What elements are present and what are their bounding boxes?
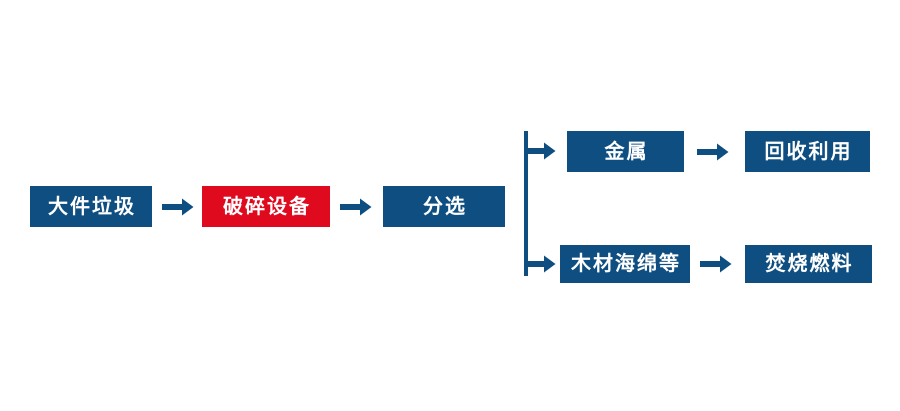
node-waste[interactable]: 大件垃圾 — [30, 186, 152, 227]
arrow-right-icon-crusher-to-sorting — [340, 196, 372, 218]
node-fuel[interactable]: 焚烧燃料 — [745, 245, 872, 283]
node-recycle[interactable]: 回收利用 — [745, 131, 870, 172]
arrow-right-icon-wood-to-fuel — [700, 253, 732, 275]
branch-trunk-line — [524, 131, 528, 276]
branch-arrow-right-icon-metal — [524, 140, 556, 162]
node-crusher[interactable]: 破碎设备 — [202, 186, 330, 227]
arrow-right-icon-waste-to-crusher — [162, 196, 194, 218]
arrow-right-icon-metal-to-recycle — [697, 141, 729, 163]
node-metal[interactable]: 金属 — [567, 131, 684, 172]
node-sorting[interactable]: 分选 — [383, 186, 505, 227]
node-wood-foam[interactable]: 木材海绵等 — [560, 245, 690, 283]
branch-arrow-right-icon-wood — [524, 253, 556, 275]
